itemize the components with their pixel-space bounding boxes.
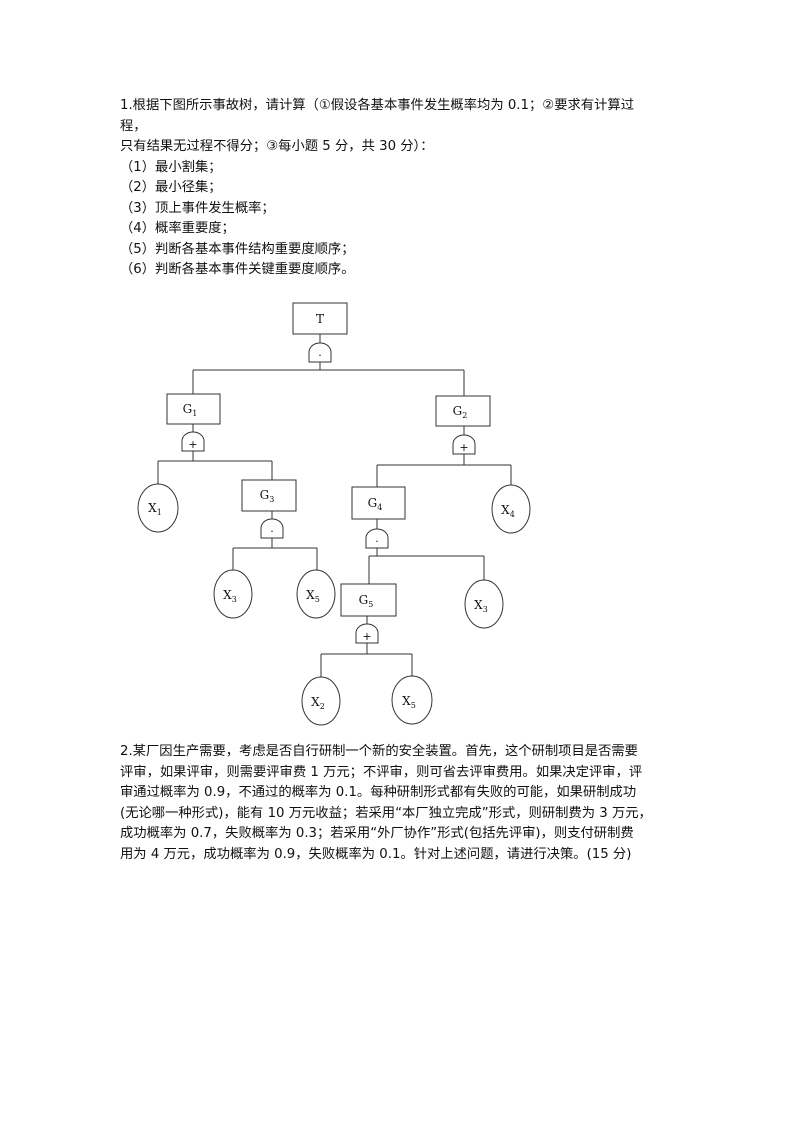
q1-item-6: （6）判断各基本事件关键重要度顺序。 (120, 262, 355, 277)
g1-sub: 1 (192, 409, 197, 418)
g2-sub: 2 (462, 411, 467, 420)
svg-text:G5: G5 (359, 593, 374, 609)
q2-line-3: 审通过概率为 0.9，不通过的概率为 0.1。每种研制形式都有失败的可能，如果研… (120, 785, 637, 800)
q1-line-1: 1.根据下图所示事故树，请计算（①假设各基本事件发生概率均为 0.1；②要求有计… (120, 98, 634, 113)
g3-sub: 3 (269, 495, 274, 504)
event-top-label: T (316, 312, 324, 326)
svg-text:X5: X5 (402, 694, 416, 710)
basic-event-x4: X4 (491, 484, 531, 534)
basic-event-x2: X2 (301, 676, 341, 726)
event-g1: G1 (166, 393, 221, 425)
q1-item-1: （1）最小割集； (120, 159, 222, 175)
question-2: 2.某厂因生产需要，考虑是否自行研制一个新的安全装置。首先，这个研制项目是否需要… (120, 742, 680, 865)
g1-label: G (183, 402, 193, 416)
q2-line-4: (无论哪一种形式)，能有 10 万元收益；若采用“本厂独立完成”形式，则研制费为… (120, 805, 652, 821)
event-g3: G3 (241, 479, 297, 512)
g5-sub: 5 (368, 600, 373, 609)
svg-text:G3: G3 (260, 488, 275, 504)
gate-g4-symbol: · (375, 535, 379, 548)
x4-label: X (501, 503, 510, 517)
gate-or-g2: + (452, 434, 476, 455)
gate-g5-symbol: + (362, 630, 371, 643)
svg-text:X2: X2 (311, 695, 325, 711)
basic-event-x3-g3: X3 (213, 569, 253, 619)
x3a-label: X (223, 588, 232, 602)
x3b-label: X (474, 598, 483, 612)
g2-label: G (453, 404, 463, 418)
gate-g3-symbol: · (270, 525, 274, 538)
gate-top-symbol: · (318, 349, 322, 362)
x2-label: X (311, 695, 320, 709)
x5a-label: X (306, 588, 315, 602)
svg-text:X4: X4 (501, 503, 515, 519)
q1-line-2: 程， (120, 118, 147, 134)
q1-line-3: 只有结果无过程不得分；③每小题 5 分，共 30 分）： (120, 139, 434, 154)
x5a-sub: 5 (315, 595, 320, 604)
event-g2: G2 (435, 395, 491, 427)
basic-event-x5-g3: X5 (296, 569, 336, 619)
tree-connectors (157, 334, 512, 677)
x3a-sub: 3 (232, 595, 237, 604)
gate-and-top: · (308, 342, 332, 363)
question-1: 1.根据下图所示事故树，请计算（①假设各基本事件发生概率均为 0.1；②要求有计… (120, 96, 680, 281)
gate-or-g5: + (355, 623, 379, 644)
svg-text:X5: X5 (306, 588, 320, 604)
gate-g2-symbol: + (459, 441, 468, 454)
x3b-sub: 3 (483, 605, 488, 614)
q1-item-5: （5）判断各基本事件结构重要度顺序； (120, 241, 355, 257)
x5b-sub: 5 (411, 701, 416, 710)
g4-label: G (368, 496, 378, 510)
svg-text:X3: X3 (474, 598, 488, 614)
event-g4: G4 (351, 486, 406, 520)
x1-label: X (148, 501, 157, 515)
q1-item-3: （3）顶上事件发生概率； (120, 200, 275, 216)
x5b-label: X (402, 694, 411, 708)
x4-sub: 4 (510, 510, 515, 519)
svg-text:G2: G2 (453, 404, 468, 420)
svg-text:G4: G4 (368, 496, 383, 512)
event-top: T (292, 302, 348, 335)
g4-sub: 4 (377, 503, 382, 512)
svg-text:G1: G1 (183, 402, 198, 418)
svg-text:X3: X3 (223, 588, 237, 604)
x1-sub: 1 (157, 508, 162, 517)
basic-event-x5-g5: X5 (391, 675, 433, 725)
gate-g1-symbol: + (188, 438, 197, 451)
q2-line-1: 2.某厂因生产需要，考虑是否自行研制一个新的安全装置。首先，这个研制项目是否需要 (120, 744, 638, 759)
g5-label: G (359, 593, 369, 607)
svg-text:X1: X1 (148, 501, 162, 517)
gate-or-g1: + (181, 431, 205, 452)
x2-sub: 2 (320, 702, 325, 711)
q2-line-5: 成功概率为 0.7，失败概率为 0.3；若采用“外厂协作”形式(包括先评审)，则… (120, 826, 634, 841)
gate-and-g4: · (365, 528, 389, 549)
g3-label: G (260, 488, 270, 502)
q2-line-2: 评审，如果评审，则需要评审费 1 万元；不评审，则可省去评审费用。如果决定评审，… (120, 764, 643, 780)
q2-line-6: 用为 4 万元，成功概率为 0.9，失败概率为 0.1。针对上述问题，请进行决策… (120, 846, 632, 862)
q1-item-4: （4）概率重要度； (120, 221, 235, 236)
gate-and-g3: · (260, 518, 284, 539)
event-g5: G5 (340, 583, 397, 617)
q1-item-2: （2）最小径集； (120, 180, 222, 195)
basic-event-x3-g4: X3 (464, 579, 504, 629)
basic-event-x1: X1 (137, 483, 179, 533)
